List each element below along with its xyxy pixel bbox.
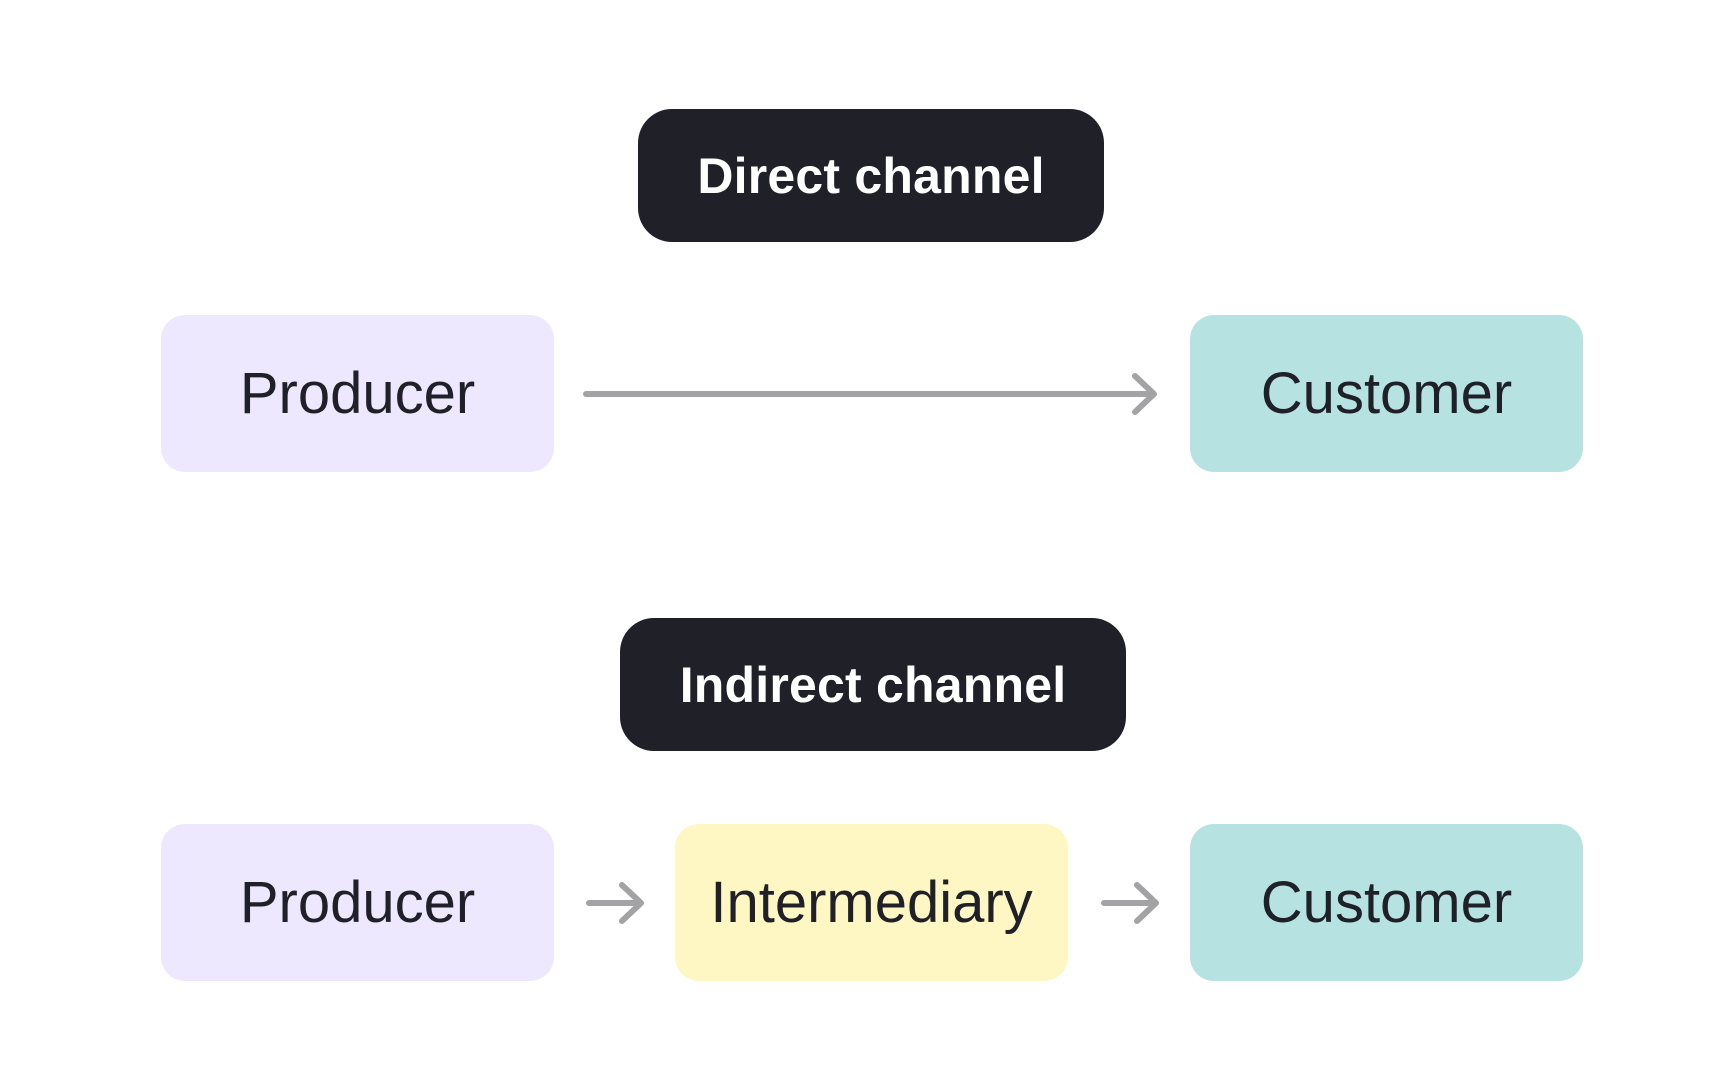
indirect-intermediary-node: Intermediary — [675, 824, 1068, 981]
direct-producer-node: Producer — [161, 315, 554, 472]
direct-channel-label: Direct channel — [638, 109, 1104, 242]
indirect-customer-node: Customer — [1190, 824, 1583, 981]
direct-customer-node: Customer — [1190, 315, 1583, 472]
indirect-arrow-1-icon — [586, 882, 644, 924]
direct-arrow-icon — [583, 373, 1157, 415]
indirect-channel-label: Indirect channel — [620, 618, 1126, 751]
indirect-arrow-2-icon — [1101, 882, 1159, 924]
indirect-producer-node: Producer — [161, 824, 554, 981]
